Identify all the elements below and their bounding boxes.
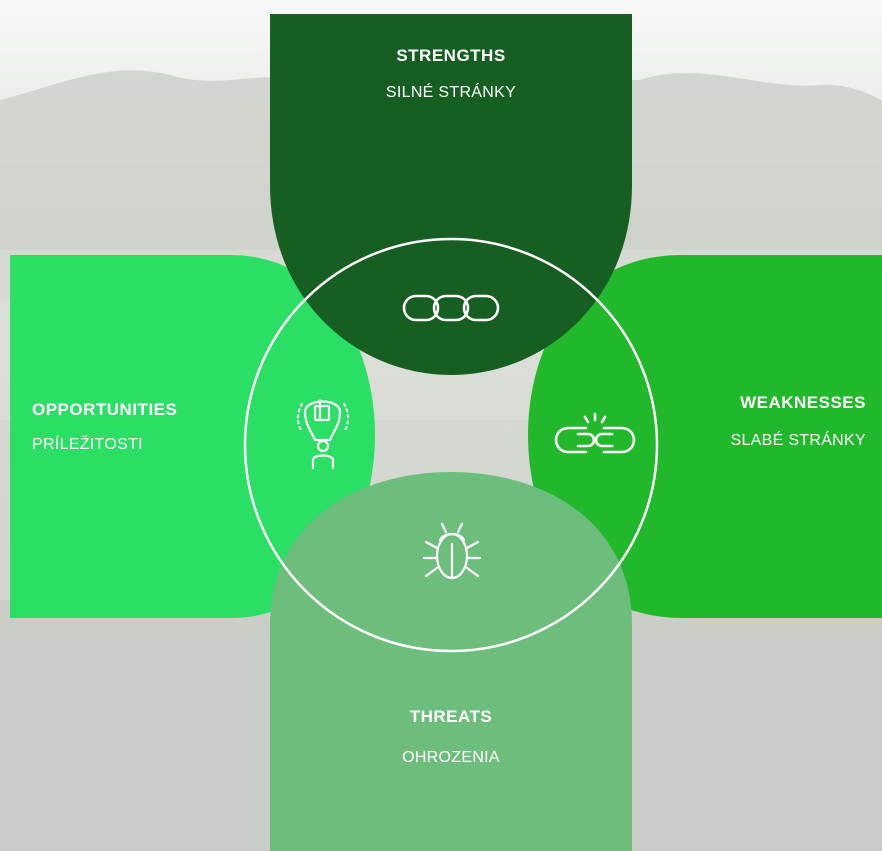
threats-subtitle: OHROZENIA xyxy=(402,749,500,766)
bug-icon xyxy=(422,522,482,580)
weaknesses-subtitle: SLABÉ STRÁNKY xyxy=(730,432,866,449)
threats-petal xyxy=(270,472,632,851)
weaknesses-petal xyxy=(528,255,882,618)
center-ring xyxy=(243,237,659,653)
strengths-petal xyxy=(270,14,632,375)
threats-title: THREATS xyxy=(409,707,493,726)
opportunities-subtitle: PRÍLEŽITOSTI xyxy=(32,436,143,453)
opportunities-title: OPPORTUNITIES xyxy=(32,400,178,419)
broken-chain-icon xyxy=(554,412,636,454)
strengths-subtitle: SILNÉ STRÁNKY xyxy=(385,84,517,101)
strengths-title: STRENGTHS xyxy=(396,46,506,65)
idea-person-icon xyxy=(296,398,350,470)
chain-links-icon xyxy=(402,294,500,322)
weaknesses-title: WEAKNESSES xyxy=(740,393,866,412)
opportunities-petal xyxy=(10,255,375,618)
